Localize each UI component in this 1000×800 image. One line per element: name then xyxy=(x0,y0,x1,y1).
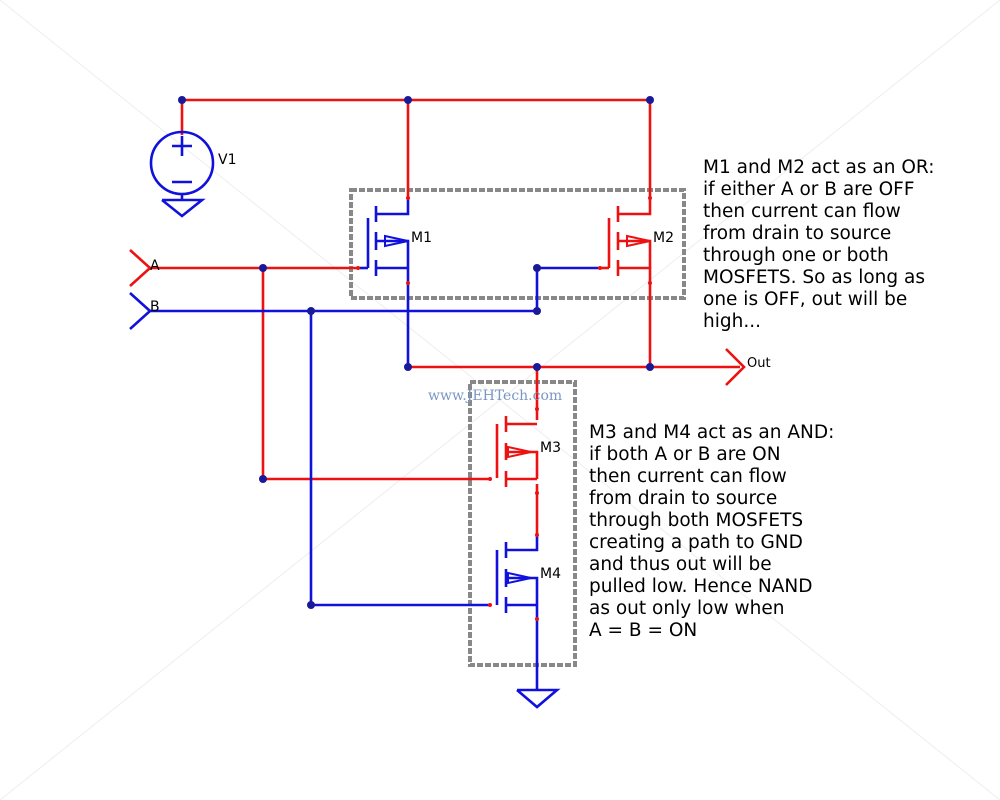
red-wires xyxy=(129,98,746,535)
input-b-label: B xyxy=(150,299,160,315)
red-arrowheads xyxy=(507,234,651,459)
or-explanation-note: M1 and M2 act as an OR: if either A or B… xyxy=(703,157,935,332)
pull-up-network-box xyxy=(349,188,686,300)
watermark-text: www.JEHTech.com xyxy=(428,388,562,404)
blue-arrowheads xyxy=(384,234,532,585)
and-explanation-note: M3 and M4 act as an AND: if both A or B … xyxy=(589,422,835,641)
input-b-chevron xyxy=(129,292,152,330)
junction-dots xyxy=(178,96,654,609)
m2-label: M2 xyxy=(653,230,674,246)
gnd-symbol xyxy=(516,688,561,709)
pull-down-network-box xyxy=(468,380,577,667)
pin-dots xyxy=(356,196,652,621)
out-chevron xyxy=(725,348,746,386)
v1-label: V1 xyxy=(218,152,236,168)
input-a-chevron xyxy=(129,249,152,287)
m4-label: M4 xyxy=(540,566,561,582)
m3-label: M3 xyxy=(540,440,561,456)
out-label: Out xyxy=(747,356,771,371)
transistor-group-boxes xyxy=(349,188,686,667)
blue-wires xyxy=(129,130,600,709)
m1-label: M1 xyxy=(411,230,432,246)
input-a-label: A xyxy=(150,258,160,274)
v1-ground xyxy=(161,198,206,218)
